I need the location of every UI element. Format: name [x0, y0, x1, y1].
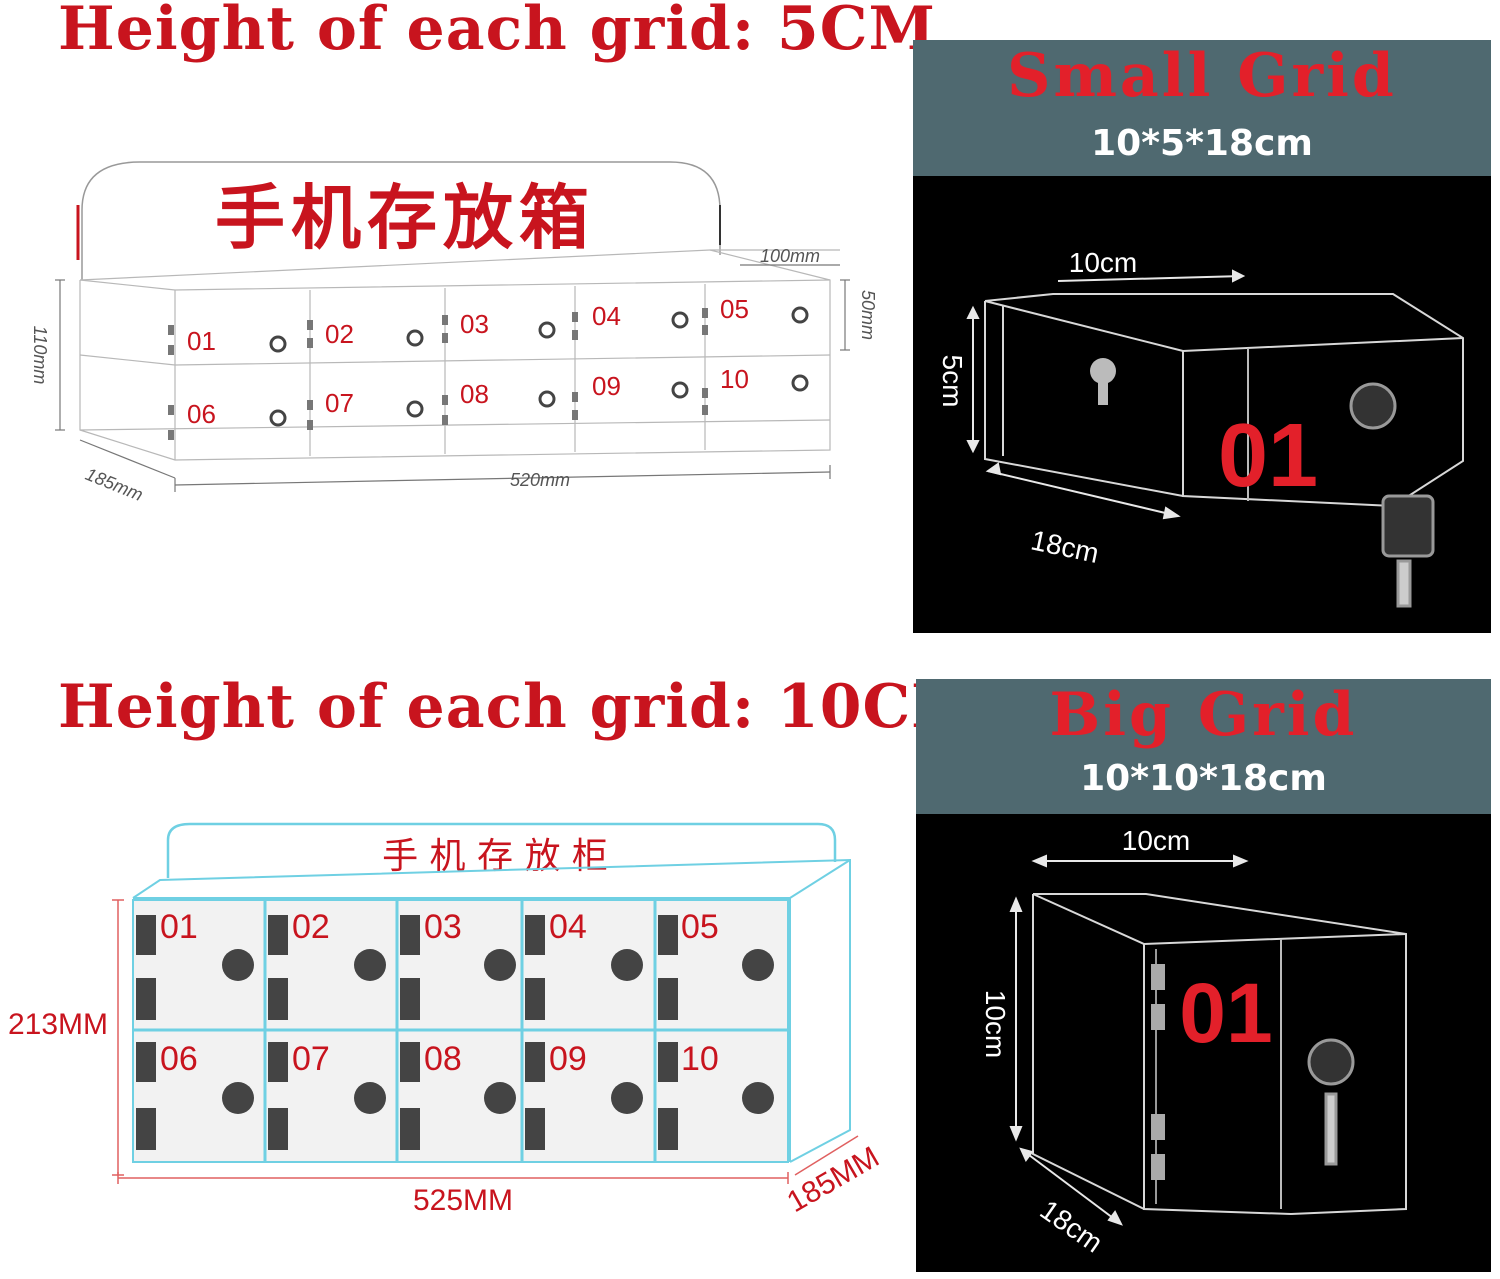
dim-height: 110mm: [30, 326, 50, 385]
dim-depth: 18cm: [1035, 1194, 1109, 1259]
sign-board: [81, 161, 721, 280]
dim-width: 520mm: [510, 470, 570, 490]
hinges: [136, 915, 678, 1150]
dim-depth: 185mm: [83, 464, 146, 505]
locks: [222, 949, 774, 1114]
compartment-label: 03: [424, 908, 462, 946]
compartment-label: 06: [160, 1040, 198, 1078]
locks: [269, 306, 809, 427]
compartment-label: 05: [681, 908, 719, 946]
big-grid-title: Big Grid: [1049, 680, 1358, 750]
dim-height: 10cm: [980, 990, 1011, 1058]
compartment-number: 01: [1179, 966, 1272, 1060]
heading-5cm: Height of each grid: 5CM: [58, 0, 936, 64]
dim-grid-height: 50mm: [858, 290, 878, 340]
small-grid-panel: Small Grid 10*5*18cm 01 10cm 5cm 18cm: [913, 40, 1491, 633]
compartment-label: 08: [460, 379, 489, 409]
compartment-label: 06: [187, 399, 216, 429]
compartment-label: 04: [592, 301, 621, 331]
dim-height: 213MM: [8, 1008, 108, 1041]
dim-depth: 18cm: [1028, 524, 1101, 569]
compartment-number: 01: [1218, 406, 1318, 506]
small-grid-header: Small Grid 10*5*18cm: [913, 40, 1491, 176]
big-cabinet-drawing: 手 机 存 放 柜 01 02 03 04 05 06 07: [8, 822, 885, 1219]
compartment-label: 09: [592, 371, 621, 401]
small-grid-illustration: 01 10cm 5cm 18cm: [937, 247, 1464, 608]
compartment-label: 08: [424, 1040, 462, 1078]
compartment-label: 07: [292, 1040, 330, 1078]
cabinet-sign: 手机存放箱: [215, 176, 595, 259]
hinges: [1151, 964, 1165, 1180]
compartment-label: 02: [292, 908, 330, 946]
sign-board: [166, 822, 837, 878]
compartment-label: 01: [187, 326, 216, 356]
compartment-label: 10: [681, 1040, 719, 1078]
big-grid-size: 10*10*18cm: [1080, 758, 1327, 799]
lock-with-key-icon: [1349, 382, 1435, 608]
dim-height: 5cm: [937, 355, 968, 408]
compartment-label: 03: [460, 309, 489, 339]
big-grid-illustration: 01 10cm 10cm 18cm: [980, 825, 1407, 1259]
hinges: [168, 308, 708, 440]
dim-width: 10cm: [1122, 825, 1190, 856]
big-grid-header: Big Grid 10*10*18cm: [916, 679, 1491, 814]
compartment-label: 04: [549, 908, 587, 946]
compartment-label: 02: [325, 319, 354, 349]
compartment-label: 01: [160, 908, 198, 946]
lock-with-key-icon: [1307, 1038, 1355, 1166]
small-grid-size: 10*5*18cm: [1091, 123, 1313, 164]
heading-10cm: Height of each grid: 10CM: [58, 672, 979, 742]
compartment-label: 05: [720, 294, 749, 324]
small-grid-title: Small Grid: [1007, 41, 1397, 111]
big-grid-panel: Big Grid 10*10*18cm 01 10cm 10cm 18cm: [916, 679, 1491, 1272]
dim-grid-width: 100mm: [760, 246, 820, 266]
dim-width: 525MM: [413, 1184, 513, 1217]
dim-depth: 185MM: [782, 1140, 885, 1219]
compartment-label: 09: [549, 1040, 587, 1078]
compartment-label: 07: [325, 388, 354, 418]
keyhole-icon: [1090, 358, 1116, 384]
compartment-label: 10: [720, 364, 749, 394]
dim-width: 10cm: [1069, 247, 1137, 278]
small-cabinet-drawing: 手机存放箱 01 02 03 04 05 06 0: [30, 161, 878, 505]
